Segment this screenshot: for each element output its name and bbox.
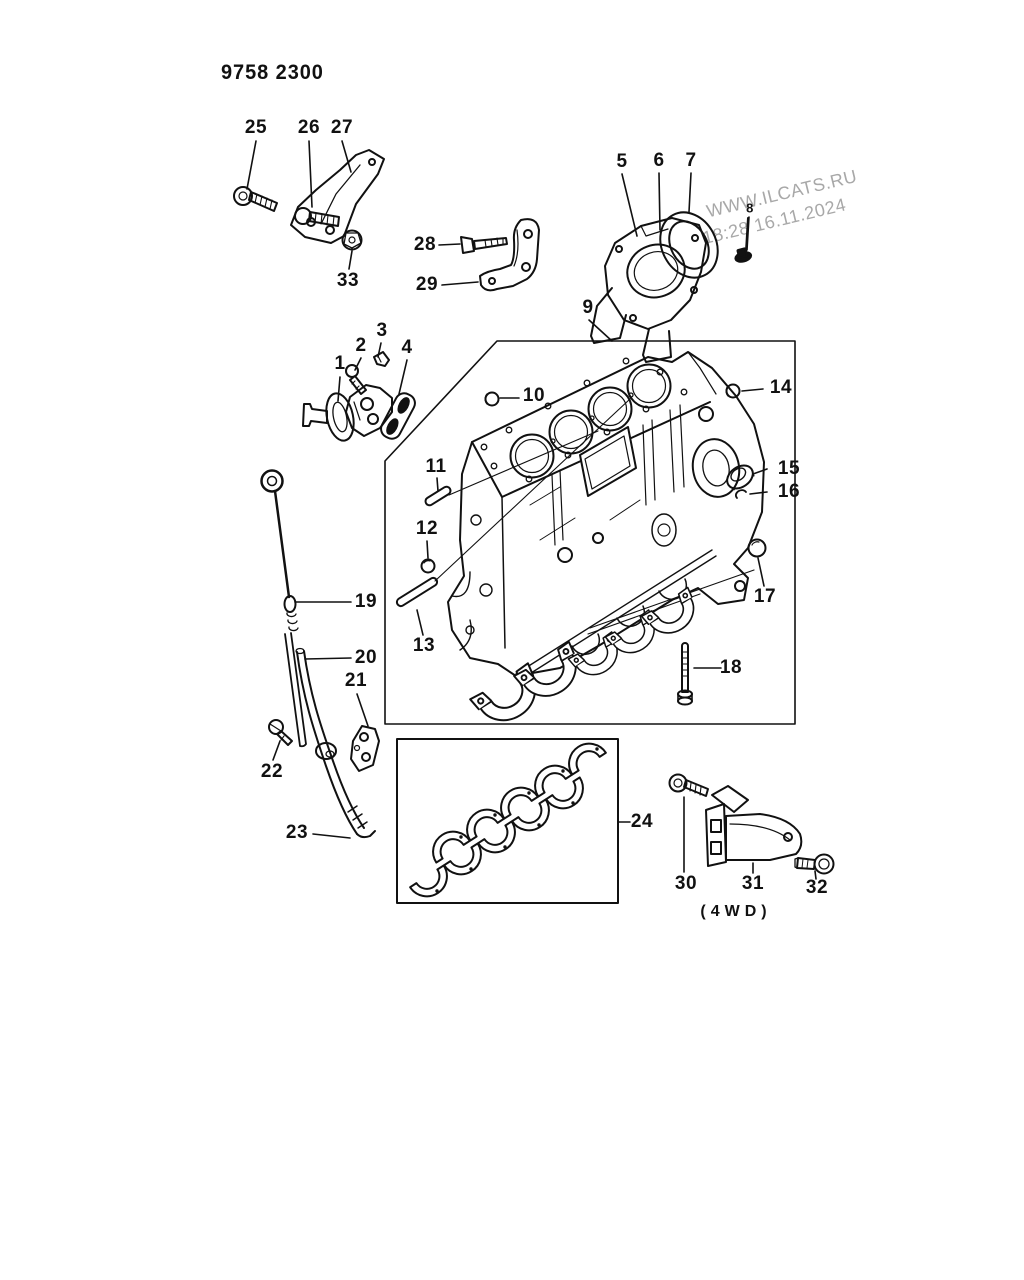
- part-label-28: 28: [413, 234, 437, 255]
- ball-12: [420, 558, 436, 574]
- tube-end-23: [356, 830, 376, 839]
- crankcase-bottom: [515, 549, 755, 681]
- bolt-26: [294, 207, 340, 227]
- part-label-30: 30: [674, 873, 698, 894]
- part-label-24: 24: [630, 811, 654, 832]
- part-label-9: 9: [582, 297, 594, 318]
- engine-mount-bracket-assembly: [233, 149, 385, 251]
- cup-seal-15: [726, 464, 755, 491]
- dipstick-tube-20: [295, 647, 376, 839]
- figure-code: 9758 2300: [221, 61, 324, 84]
- part-label-12: 12: [415, 518, 439, 539]
- part-label-4: 4: [401, 337, 413, 358]
- engine-block: [447, 351, 765, 681]
- part-label-7: 7: [685, 150, 697, 171]
- part-label-29: 29: [415, 274, 439, 295]
- part-label-5: 5: [616, 151, 628, 172]
- part-label-20: 20: [354, 647, 378, 668]
- part-label-17: 17: [753, 586, 777, 607]
- dowel-pin-11: [424, 485, 452, 507]
- front-face-details: [529, 404, 685, 563]
- clip-3: [373, 351, 390, 367]
- part-label-10: 10: [522, 385, 546, 406]
- bracket-31: [705, 785, 803, 867]
- part-label-13: 13: [412, 635, 436, 656]
- part-label-31: 31: [741, 873, 765, 894]
- part-label-6: 6: [653, 150, 665, 171]
- part-label-27: 27: [330, 117, 354, 138]
- tube-bracket-21: [350, 725, 380, 772]
- bolt-8: [734, 217, 753, 263]
- bolt-30: [668, 773, 709, 797]
- bolt-32: [794, 853, 835, 875]
- bearing-set-box: [396, 738, 619, 904]
- insulator-1-stub: [302, 403, 328, 427]
- plug-10: [484, 391, 500, 407]
- bracket-27: [290, 149, 385, 244]
- part-label-21: 21: [344, 670, 368, 691]
- part-label-25: 25: [244, 117, 268, 138]
- main-bearing-caps: [469, 586, 706, 735]
- cap-bolt-18: [677, 642, 693, 706]
- part-label-26: 26: [297, 117, 321, 138]
- part-label-2: 2: [355, 335, 367, 356]
- rear-seal-retainer: [590, 217, 707, 363]
- bolt-22: [268, 719, 293, 746]
- block-group-box: [384, 340, 796, 725]
- drivetrain-note: (4WD): [700, 903, 772, 920]
- part-label-19: 19: [354, 591, 378, 612]
- mount-insulator-assembly: [302, 351, 416, 442]
- bracket-29: [479, 218, 540, 292]
- bolt-25: [233, 186, 278, 212]
- mount-body: [345, 384, 393, 437]
- part-label-16: 16: [777, 481, 801, 502]
- part-label-1: 1: [334, 353, 346, 374]
- part-label-23: 23: [285, 822, 309, 843]
- part-label-18: 18: [719, 657, 743, 678]
- part-label-33: 33: [336, 270, 360, 291]
- rear-main-seal-7: [659, 211, 719, 279]
- rear-face-details: [687, 351, 746, 592]
- part-label-32: 32: [805, 877, 829, 898]
- stud-28: [460, 236, 508, 254]
- oil-dipstick-19: [260, 469, 307, 748]
- part-label-22: 22: [260, 761, 284, 782]
- ball-17: [747, 538, 767, 558]
- part-label-11: 11: [425, 456, 447, 477]
- left-face-details: [451, 514, 493, 651]
- plug-14: [725, 383, 741, 399]
- main-bearing-shell-set: [409, 735, 607, 905]
- bolt-2: [345, 364, 367, 395]
- part-label-3: 3: [376, 320, 388, 341]
- part-label-8: 8: [746, 200, 754, 216]
- deck-bolt-holes: [480, 357, 688, 483]
- part-label-14: 14: [769, 377, 793, 398]
- nut-33: [341, 229, 363, 251]
- fourwd-bracket-assembly: [668, 773, 835, 875]
- part-label-15: 15: [777, 458, 801, 479]
- clip-16: [734, 489, 747, 499]
- plate-4: [380, 392, 416, 440]
- leader-lines: [246, 140, 817, 880]
- dowel-pin-13: [395, 576, 439, 608]
